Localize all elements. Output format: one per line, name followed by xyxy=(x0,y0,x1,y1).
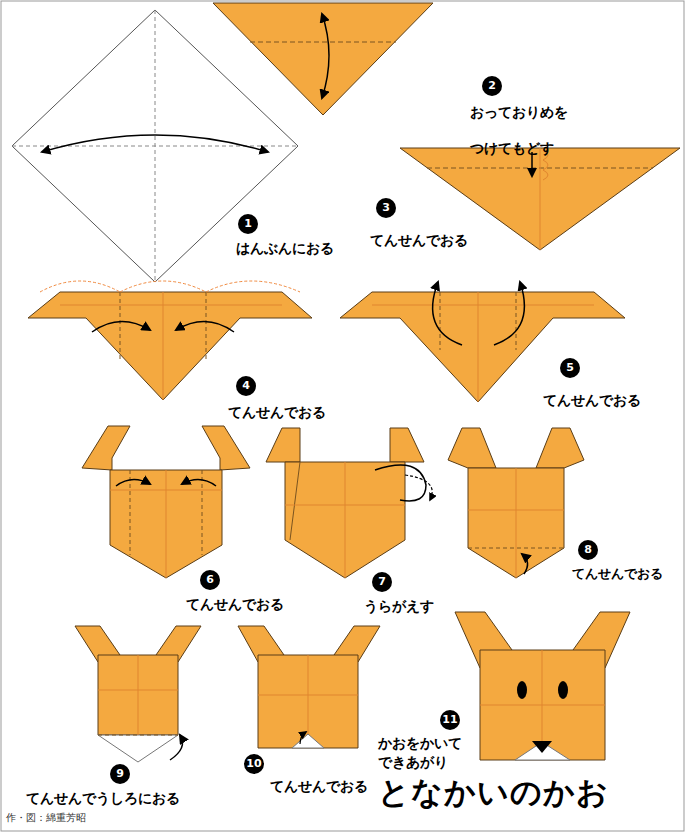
callout-number: 11 xyxy=(440,710,460,730)
step-instruction: てんせんでおる xyxy=(370,232,468,249)
step-instruction: うらがえす xyxy=(364,598,434,615)
callout-number: 6 xyxy=(200,570,220,590)
step-instruction: てんせんでおる xyxy=(543,392,641,409)
step-instruction: おっておりめを つけてもどす xyxy=(470,94,568,166)
step9-shape xyxy=(75,626,201,762)
step-instruction: てんせんでおる xyxy=(186,596,284,613)
step8-shape xyxy=(448,428,584,578)
step7-shape xyxy=(266,428,432,578)
step10-shape xyxy=(238,626,380,748)
step-instruction: てんせんでおる xyxy=(270,778,368,795)
step5-shape xyxy=(340,282,625,402)
step-instruction: はんぶんにおる xyxy=(236,240,334,257)
callout-number: 7 xyxy=(372,572,392,592)
callout-number: 4 xyxy=(236,376,256,396)
callout-number: 5 xyxy=(560,358,580,378)
title: となかいのかお xyxy=(378,772,609,814)
step2-triangle xyxy=(213,3,433,115)
credit-note: 作・図：綿重芳昭 xyxy=(6,812,86,824)
step-instruction: かおをかいて できあがり xyxy=(378,734,462,772)
callout-number: 3 xyxy=(376,198,396,218)
callout-number: 2 xyxy=(482,76,502,96)
step-instruction: てんせんでおる xyxy=(228,404,326,421)
step4-shape xyxy=(28,281,312,400)
step6-shape xyxy=(82,426,250,578)
callout-number: 8 xyxy=(578,540,598,560)
callout-number: 1 xyxy=(238,214,258,234)
finished-reindeer-face xyxy=(455,612,630,760)
callout-number: 9 xyxy=(110,764,130,784)
step-instruction: てんせんでうしろにおる xyxy=(26,790,180,807)
step-instruction: てんせんでおる xyxy=(572,566,663,582)
callout-number: 10 xyxy=(244,754,264,774)
